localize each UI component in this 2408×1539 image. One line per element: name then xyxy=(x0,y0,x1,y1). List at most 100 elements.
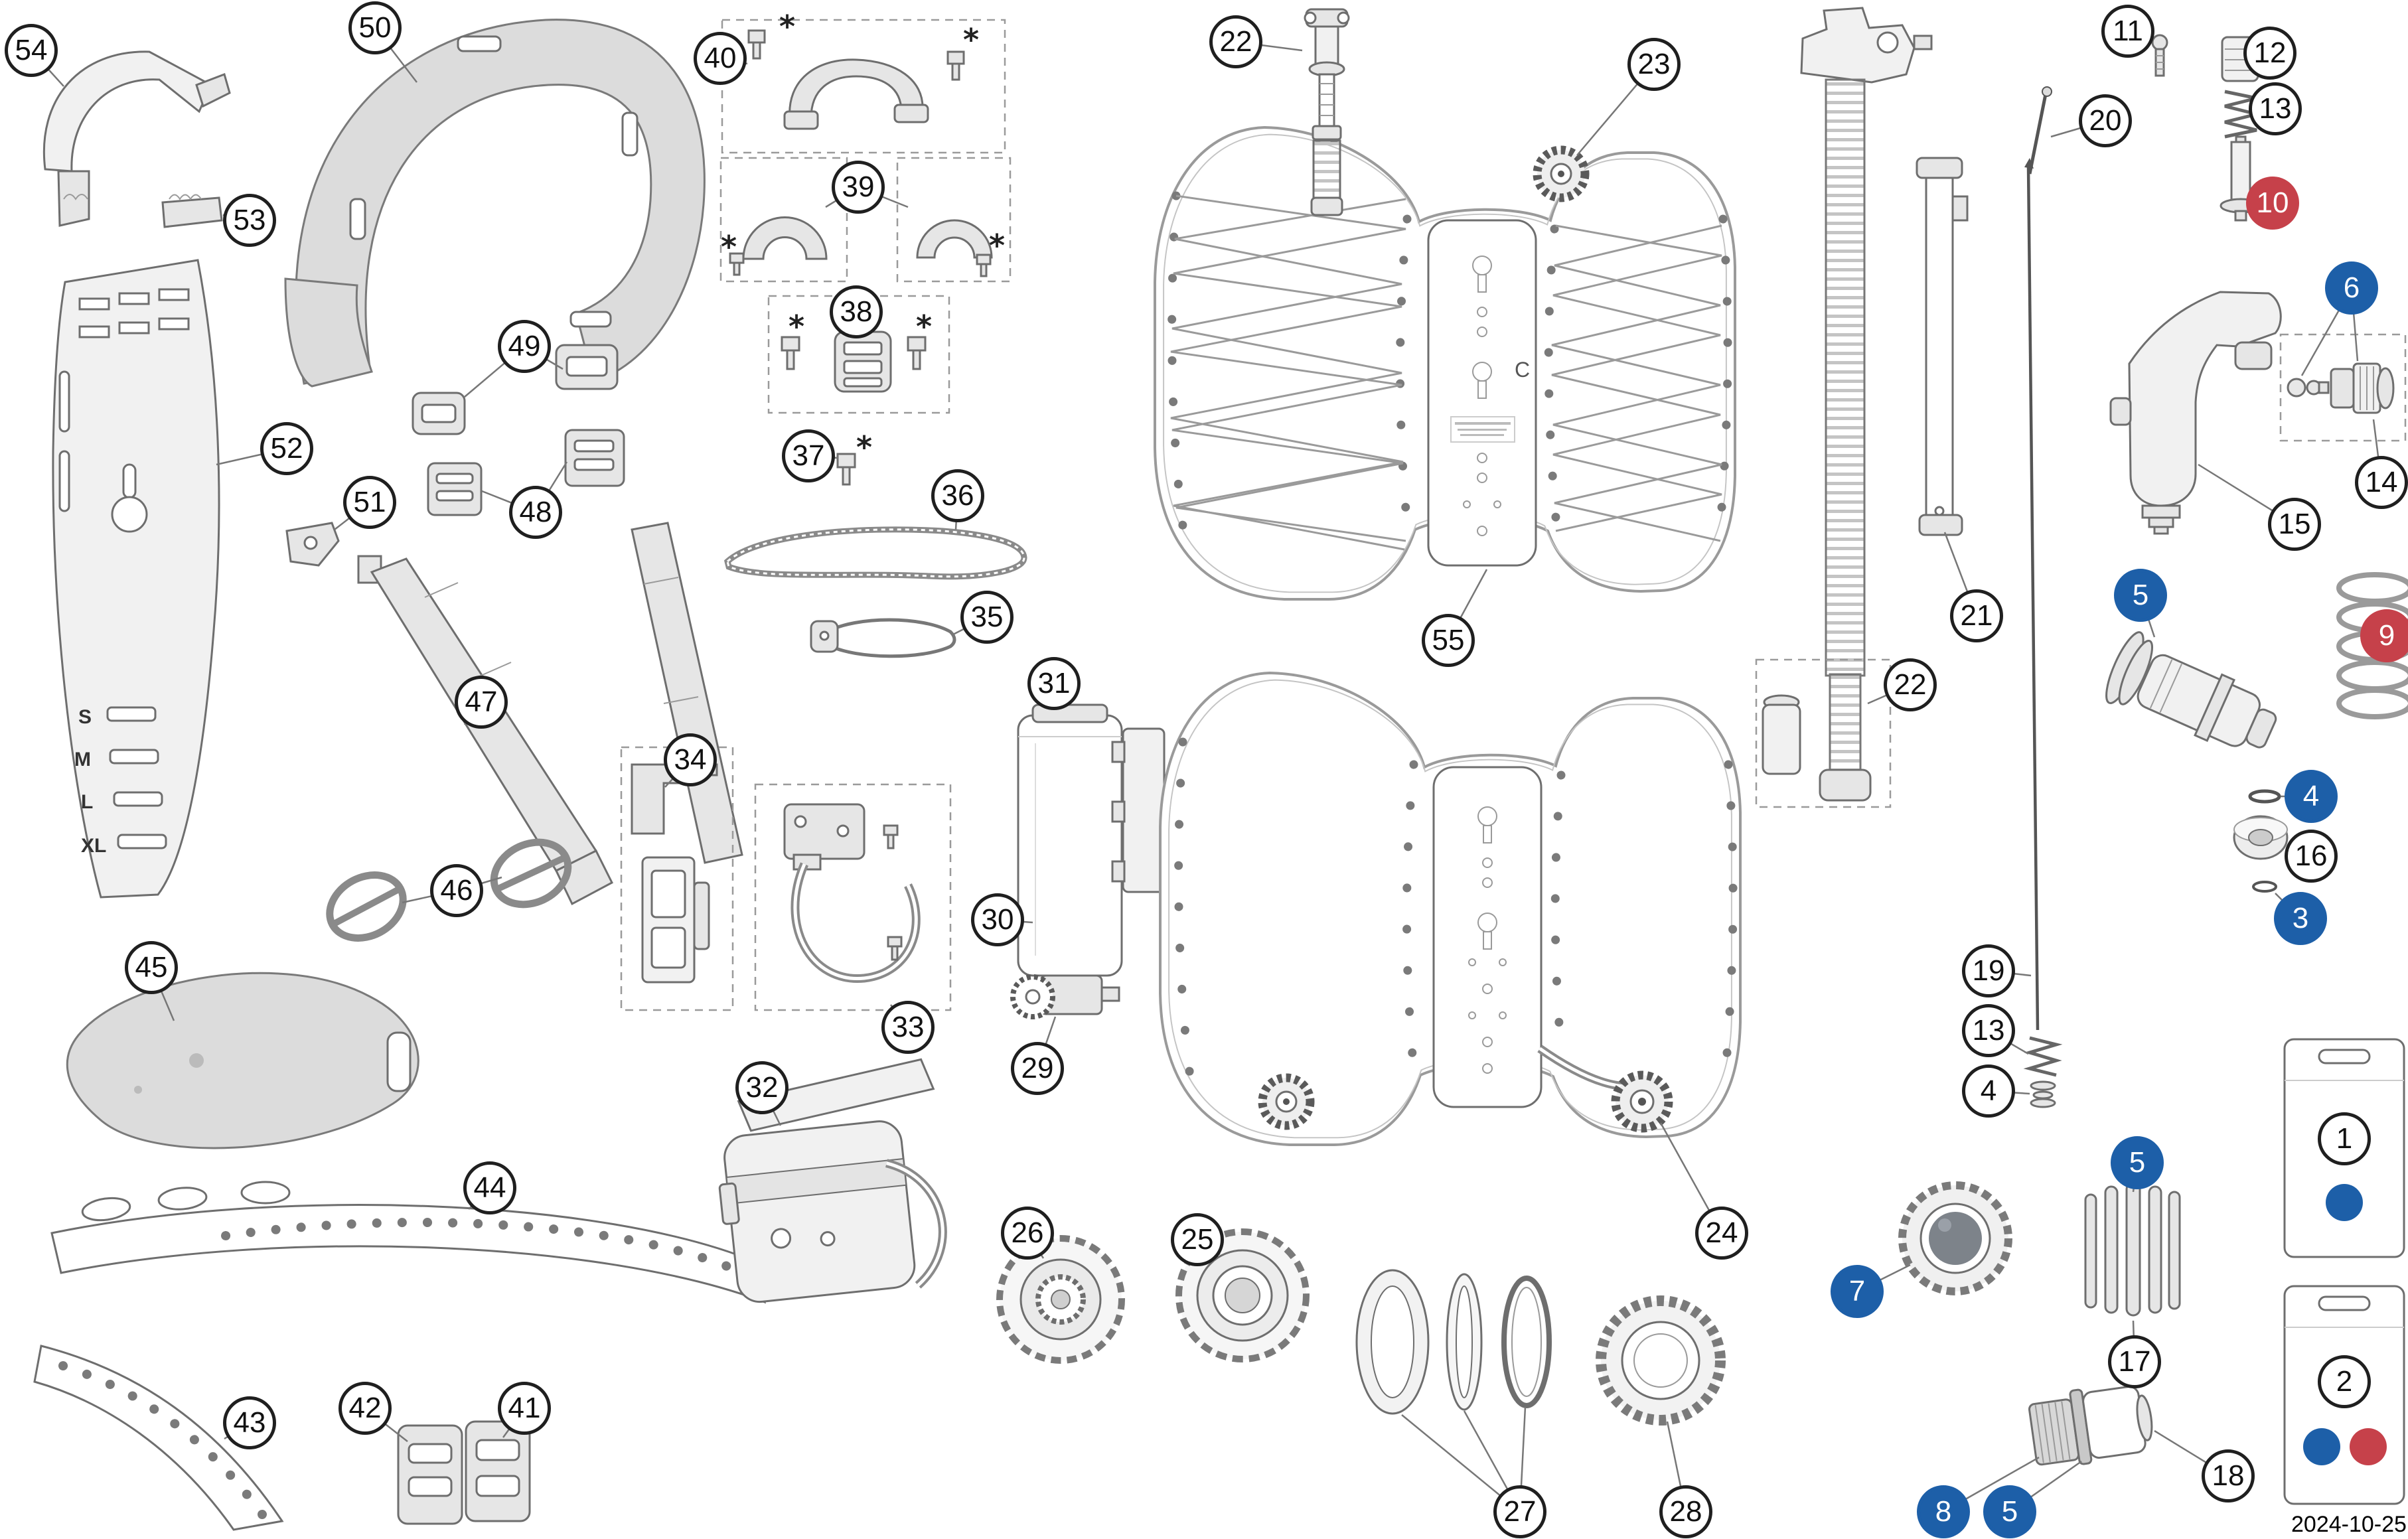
callout-13: 13 xyxy=(1962,1004,2015,1057)
callout-11: 11 xyxy=(2101,5,2154,58)
callout-35: 35 xyxy=(960,591,1014,644)
callout-36: 36 xyxy=(931,469,984,522)
callout-33: 33 xyxy=(881,1001,935,1054)
callout-37: 37 xyxy=(782,429,835,482)
callout-42: 42 xyxy=(339,1382,392,1435)
part-23-dump-valve xyxy=(1533,145,1590,202)
size-label-xl: XL xyxy=(81,835,106,857)
part-48-buckles xyxy=(427,429,625,516)
part-39-clamps xyxy=(719,157,1012,283)
asterisk-marker: * xyxy=(988,228,1006,263)
size-label-m: M xyxy=(74,749,91,770)
callout-34: 34 xyxy=(664,733,717,786)
callout-22: 22 xyxy=(1209,15,1262,68)
callout-4: 4 xyxy=(2285,770,2338,823)
part-43-crotch-strap xyxy=(33,1345,284,1531)
callout-30: 30 xyxy=(971,893,1024,946)
part-16-nut xyxy=(2233,815,2289,860)
blue-part-dot xyxy=(2326,1184,2363,1221)
part-51-latch xyxy=(285,522,340,567)
callout-13: 13 xyxy=(2249,82,2302,135)
callout-7: 7 xyxy=(1831,1265,1884,1318)
size-label-s: S xyxy=(78,706,92,728)
part-22-inflation-valve xyxy=(1304,8,1350,216)
part-31-30-canister xyxy=(1010,703,1166,1019)
callout-3: 3 xyxy=(2274,892,2327,945)
part-15-inflator-elbow xyxy=(2109,291,2282,535)
part-40-hardware-kit xyxy=(721,19,1006,154)
callout-32: 32 xyxy=(735,1061,789,1114)
asterisk-marker: * xyxy=(962,22,980,58)
callout-5: 5 xyxy=(2114,569,2167,622)
callout-4: 4 xyxy=(1962,1064,2015,1118)
part-37-bolt xyxy=(836,453,856,486)
callout-45: 45 xyxy=(125,941,178,994)
part-29-valve xyxy=(1010,974,1120,1019)
part-45-shoulder-pad xyxy=(66,972,419,1149)
callout-44: 44 xyxy=(463,1161,516,1214)
part-52-backplate: S M L XL xyxy=(52,259,220,899)
callout-55: 55 xyxy=(1422,614,1475,667)
callout-2: 2 xyxy=(2318,1355,2371,1408)
red-part-dot xyxy=(2350,1428,2387,1465)
callout-46: 46 xyxy=(430,864,483,917)
callout-17: 17 xyxy=(2108,1335,2161,1388)
part-17-washer-stack xyxy=(2084,1181,2181,1317)
callout-1: 1 xyxy=(2318,1112,2371,1165)
callout-29: 29 xyxy=(1011,1042,1064,1095)
callout-52: 52 xyxy=(260,422,313,475)
callout-39: 39 xyxy=(832,161,885,214)
callout-8: 8 xyxy=(1917,1485,1970,1538)
part-wing-bottom xyxy=(1159,672,1742,1146)
part-46-d-rings xyxy=(326,838,572,942)
callout-24: 24 xyxy=(1695,1207,1748,1260)
part-13-spring-lower xyxy=(2023,1036,2063,1077)
callout-9: 9 xyxy=(2360,609,2408,662)
part-3-o-ring xyxy=(2252,881,2277,893)
callout-40: 40 xyxy=(694,32,747,85)
callout-12: 12 xyxy=(2243,27,2296,80)
part-5-hose-end xyxy=(2105,631,2277,749)
part-55-wing-top: C xyxy=(1154,126,1736,601)
callout-53: 53 xyxy=(223,194,276,247)
callout-10: 10 xyxy=(2246,177,2299,230)
callout-41: 41 xyxy=(498,1382,551,1435)
callout-47: 47 xyxy=(455,676,508,729)
callout-15: 15 xyxy=(2268,498,2321,551)
part-54-chest-strap xyxy=(43,50,231,227)
callout-49: 49 xyxy=(498,320,551,373)
callout-6: 6 xyxy=(2325,261,2378,315)
callout-51: 51 xyxy=(343,476,396,529)
callout-20: 20 xyxy=(2079,94,2132,147)
part-11-screw xyxy=(2151,34,2168,77)
part-21-bracket xyxy=(1916,157,1969,536)
asterisk-marker: * xyxy=(779,9,796,44)
callout-50: 50 xyxy=(348,1,402,54)
part-33-hose-kit xyxy=(754,783,952,1011)
part-19-pull-rod xyxy=(2023,158,2063,1108)
part-dump-valve-left xyxy=(1258,1073,1315,1130)
part-6-14-connectors xyxy=(2279,333,2407,442)
callout-18: 18 xyxy=(2202,1449,2255,1502)
asterisk-marker: * xyxy=(915,309,933,344)
callout-5: 5 xyxy=(1983,1485,2036,1538)
part-28-ribbed-nut xyxy=(1596,1295,1726,1426)
callout-25: 25 xyxy=(1171,1213,1224,1266)
callout-23: 23 xyxy=(1627,38,1681,91)
callout-5: 5 xyxy=(2111,1136,2164,1189)
asterisk-marker: * xyxy=(856,429,873,465)
callout-16: 16 xyxy=(2285,830,2338,883)
part-53-clip xyxy=(161,194,223,228)
revision-date: 2024-10-25 xyxy=(2291,1512,2407,1537)
size-label-l: L xyxy=(81,791,93,813)
callout-38: 38 xyxy=(830,285,883,338)
part-18-connector xyxy=(2028,1385,2153,1466)
part-25-inflator-knob xyxy=(1175,1228,1310,1362)
callout-28: 28 xyxy=(1659,1485,1712,1538)
wing-center-mark: C xyxy=(1515,358,1530,382)
part-42-41-buckle-pair xyxy=(397,1420,531,1525)
part-22-corrugated-hose xyxy=(1755,7,1933,808)
part-50-shoulder-yoke xyxy=(284,19,706,388)
